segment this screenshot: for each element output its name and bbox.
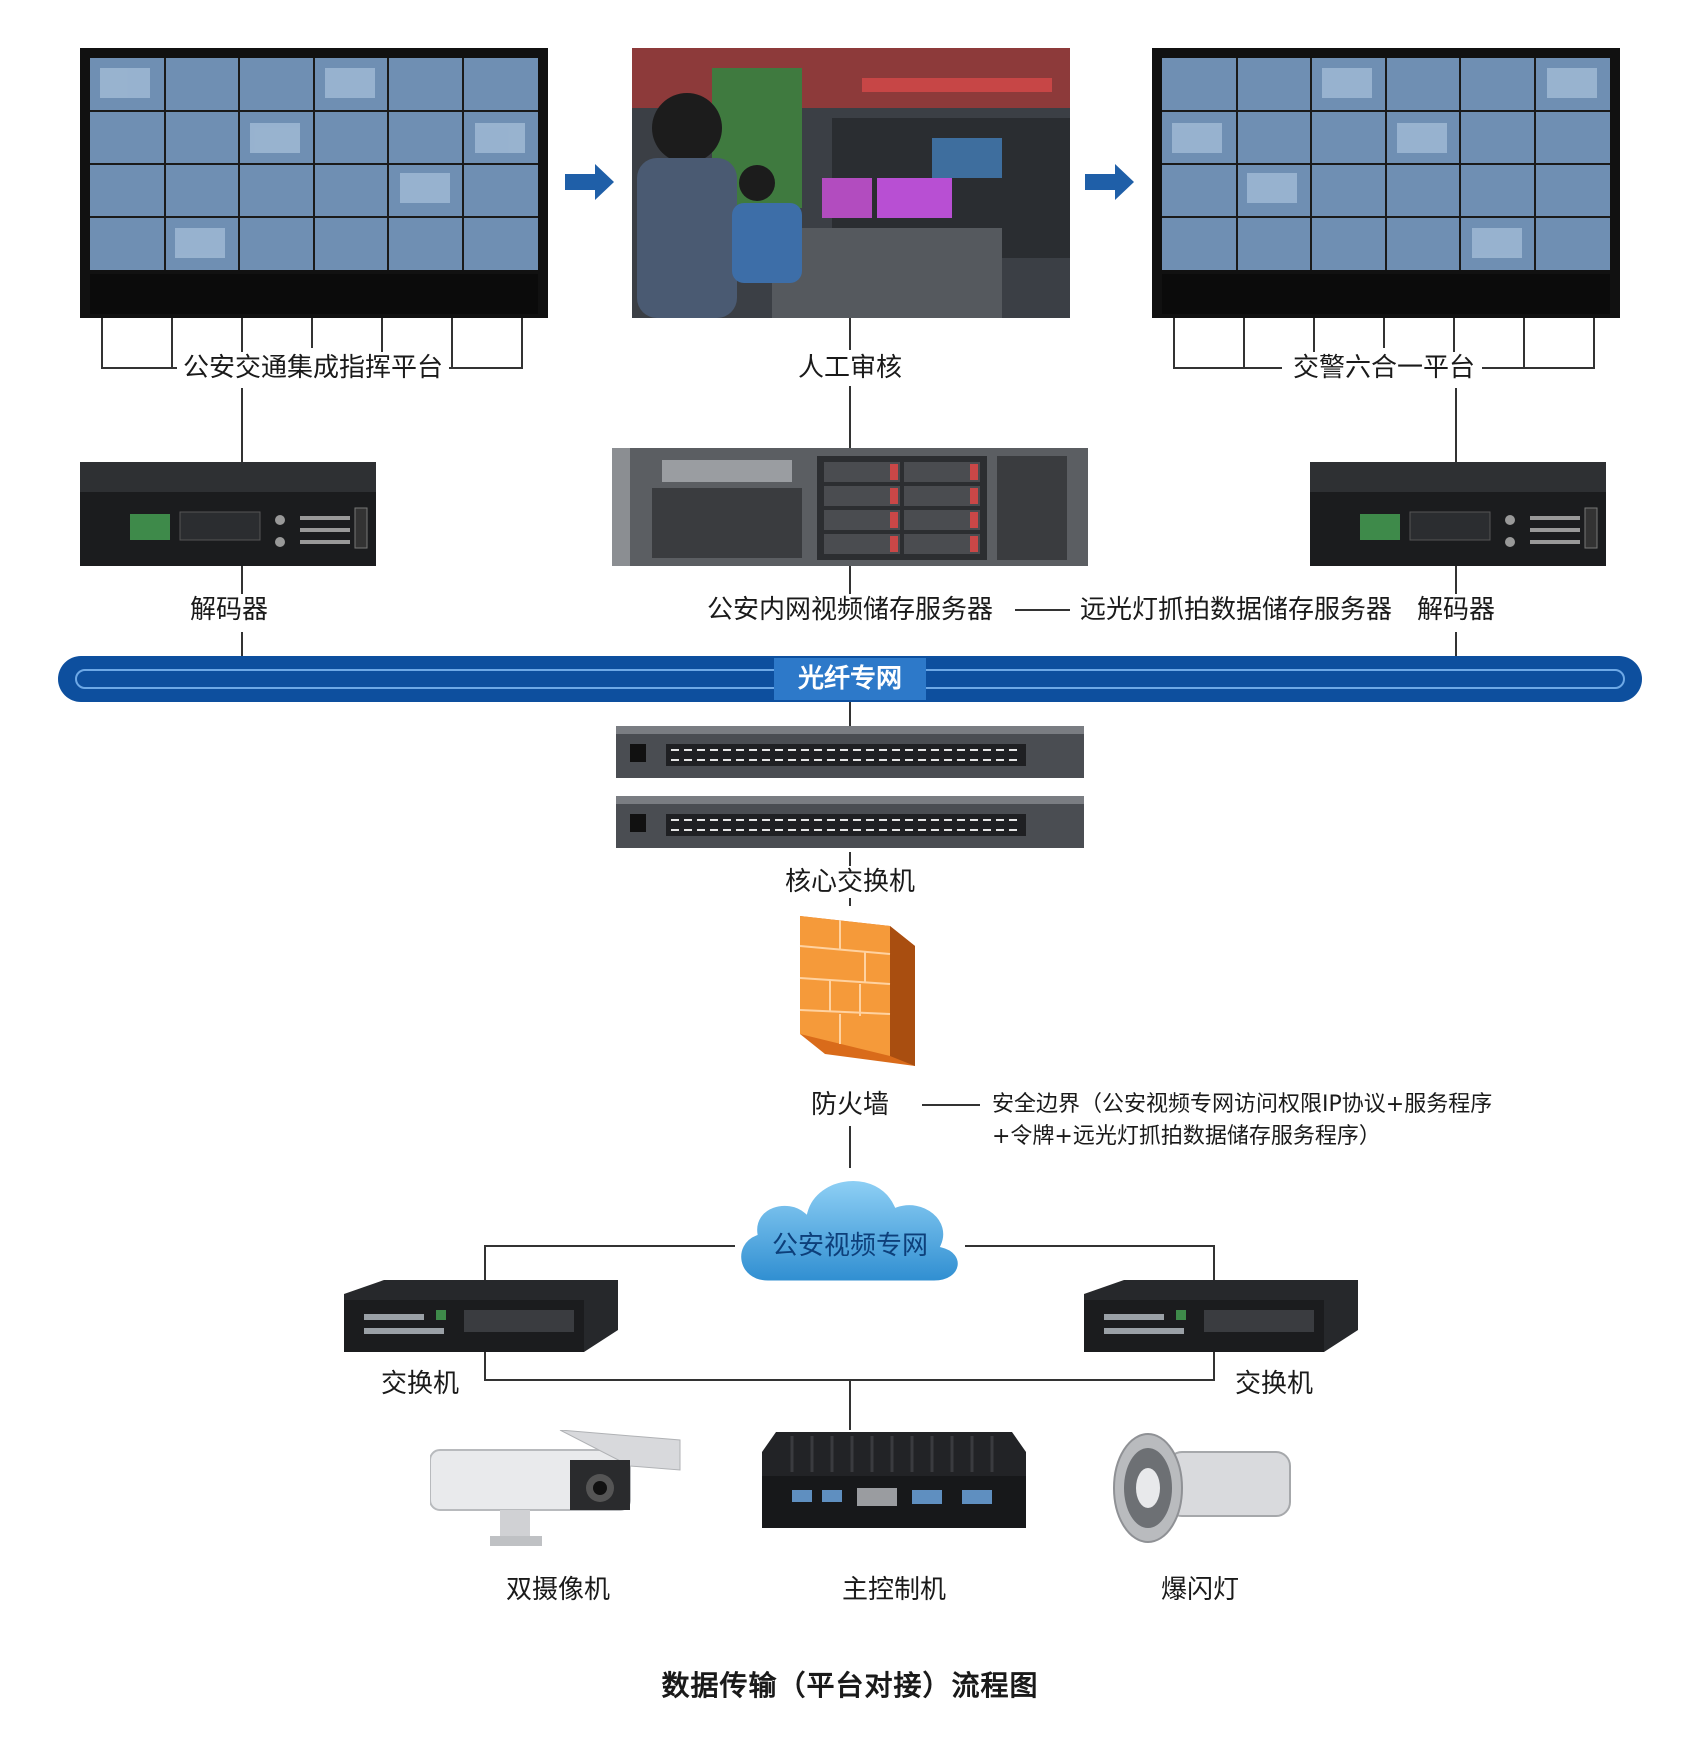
- label-switch-right: 交换机: [1228, 1368, 1320, 1400]
- label-strobe-light: 爆闪灯: [1154, 1574, 1246, 1606]
- label-main-controller: 主控制机: [835, 1574, 953, 1606]
- switch-right-device: [1084, 1280, 1358, 1352]
- label-manual-review: 人工审核: [791, 352, 909, 384]
- switch-left-device: [344, 1280, 618, 1352]
- label-video-network: 公安视频专网: [771, 1231, 929, 1261]
- label-core-switch: 核心交换机: [778, 866, 922, 898]
- cloud-icon: [738, 1178, 961, 1284]
- firewall-icon: [799, 916, 915, 1066]
- video-wall-left: [80, 48, 548, 318]
- label-decoder-right: 解码器: [1410, 594, 1502, 626]
- label-platform-left: 公安交通集成指挥平台: [176, 352, 450, 384]
- control-room-photo: [632, 48, 1070, 318]
- label-highbeam-server: 远光灯抓拍数据储存服务器: [1074, 594, 1399, 626]
- fiber-network-bar: [58, 656, 1642, 702]
- diagram-caption: 数据传输（平台对接）流程图: [655, 1670, 1045, 1702]
- decoder-right-device: [1310, 462, 1606, 566]
- core-switch-device: [616, 726, 1084, 848]
- label-storage-server: 公安内网视频储存服务器: [700, 594, 1000, 626]
- storage-server-device: [612, 448, 1088, 566]
- label-dual-camera: 双摄像机: [499, 1574, 617, 1606]
- label-decoder-left: 解码器: [183, 594, 275, 626]
- dual-camera-device: [430, 1430, 681, 1546]
- security-note-line1: 安全边界（公安视频专网访问权限IP协议+服务程序: [992, 1092, 1493, 1117]
- security-note-line2: +令牌+远光灯抓拍数据储存服务程序）: [992, 1124, 1381, 1149]
- label-platform-right: 交警六合一平台: [1286, 352, 1482, 384]
- label-switch-left: 交换机: [374, 1368, 466, 1400]
- video-wall-right: [1152, 48, 1620, 318]
- label-fiber-network: 光纤专网: [797, 664, 903, 694]
- main-controller-device: [762, 1432, 1026, 1528]
- label-firewall: 防火墙: [804, 1089, 896, 1121]
- strobe-light-device: [1113, 1433, 1291, 1543]
- decoder-left-device: [80, 462, 376, 566]
